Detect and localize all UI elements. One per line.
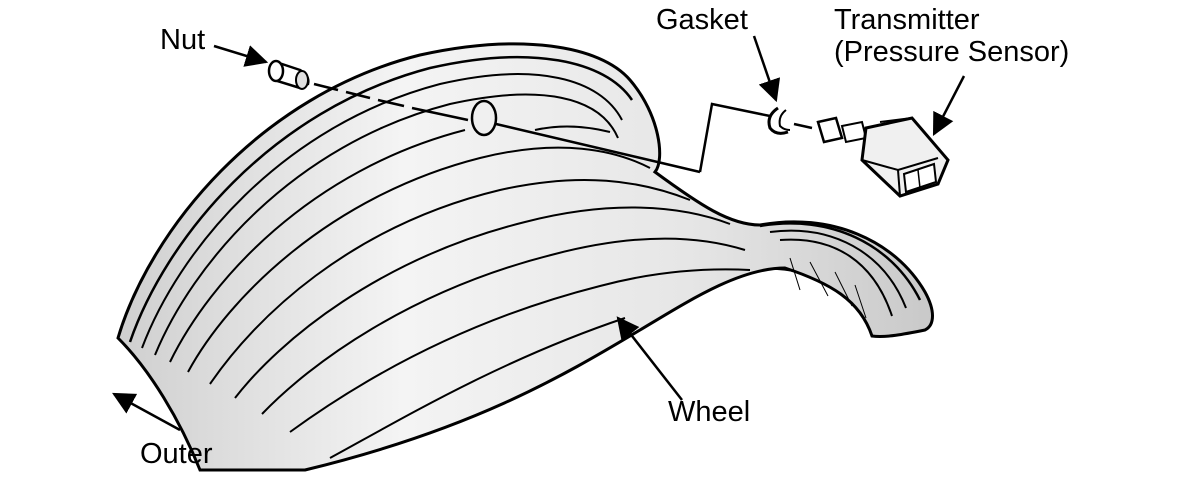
nut-leader-arrow xyxy=(213,44,269,67)
transmitter-label: Transmitter (Pressure Sensor) xyxy=(834,4,1069,69)
nut-part xyxy=(267,59,310,90)
leader-arrows xyxy=(112,35,966,432)
transmitter-label-line2: (Pressure Sensor) xyxy=(834,36,1070,69)
outer-label: Outer xyxy=(140,438,213,470)
gasket-leader-arrow xyxy=(752,35,781,103)
transmitter-part xyxy=(816,116,950,198)
wheel-rim xyxy=(116,42,934,472)
wheel-rim-surface xyxy=(116,42,934,472)
gasket-label: Gasket xyxy=(656,4,748,36)
transmitter-label-line1: Transmitter xyxy=(834,4,980,36)
nut-label: Nut xyxy=(160,24,206,56)
wheel-leader-arrow xyxy=(616,316,683,401)
valve-axis-line xyxy=(313,82,771,174)
outer-direction-arrow xyxy=(112,392,181,432)
gasket-part xyxy=(767,106,813,135)
wheel-label: Wheel xyxy=(668,396,751,428)
transmitter-leader-arrow xyxy=(932,75,966,136)
